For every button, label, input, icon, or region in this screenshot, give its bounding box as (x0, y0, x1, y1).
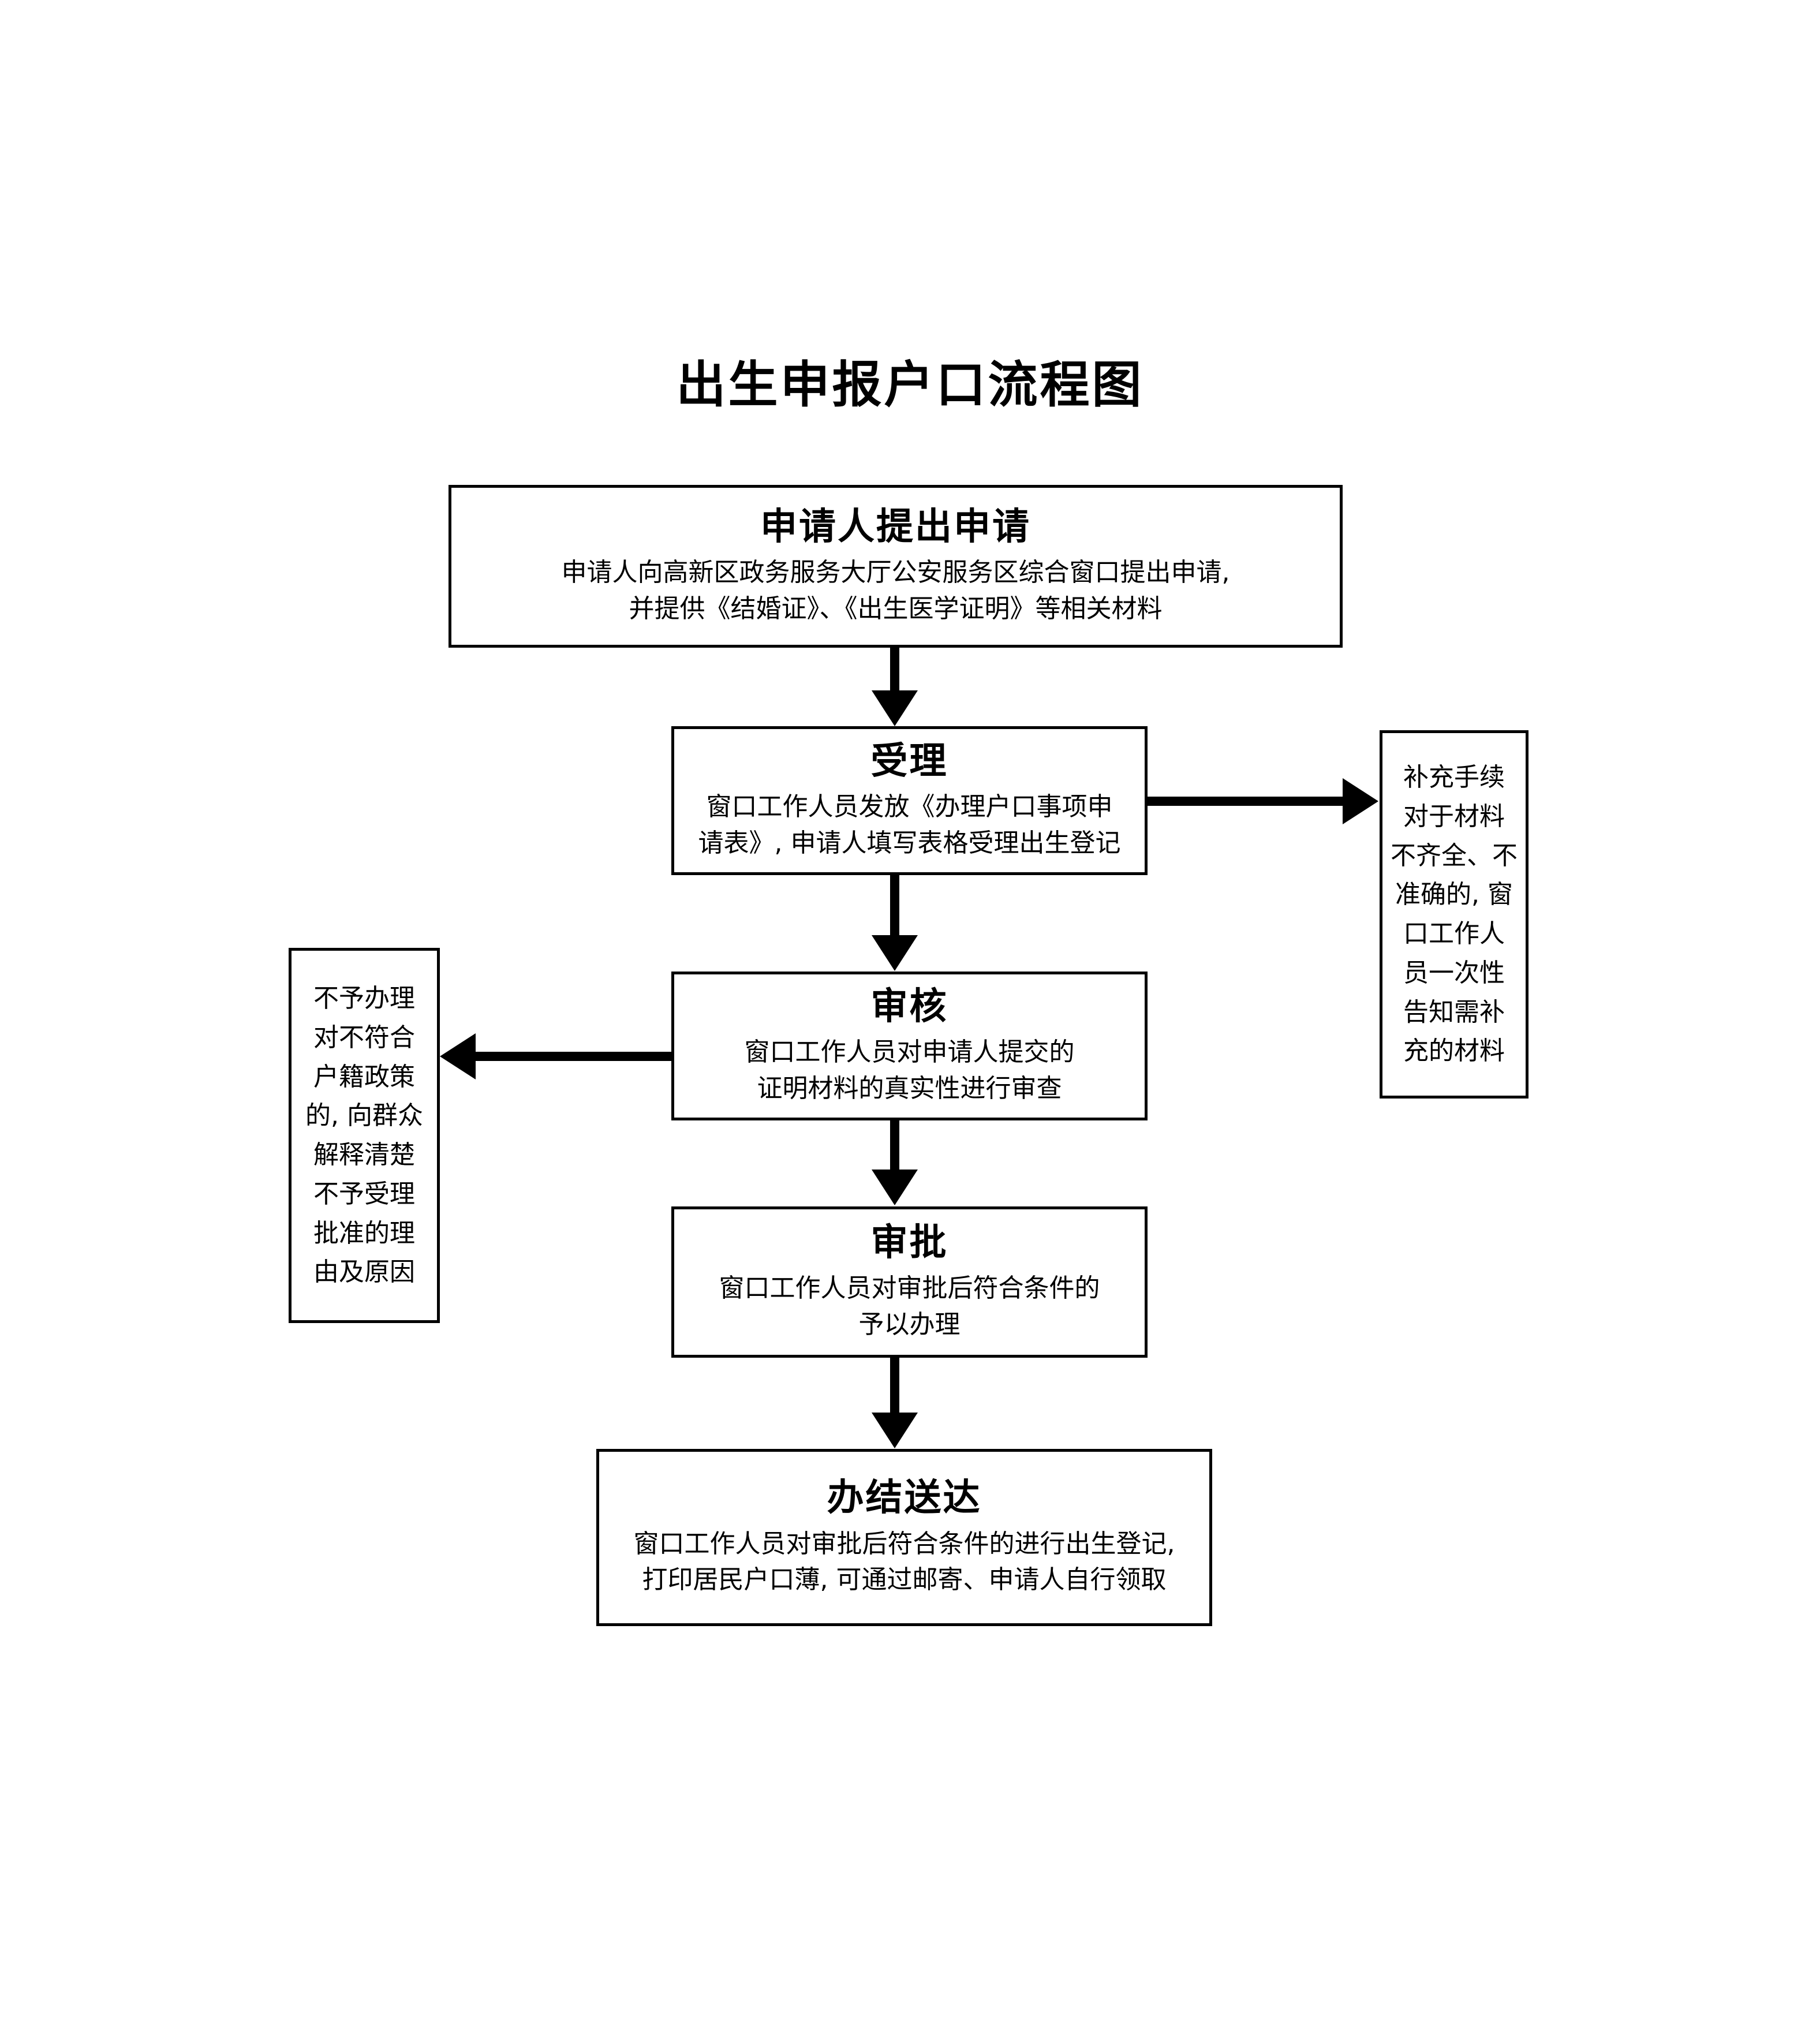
edge-review-to-approve-arrowhead (872, 1170, 918, 1205)
node-deliver: 办结送达 窗口工作人员对审批后符合条件的进行出生登记, 打印居民户口薄, 可通过… (596, 1449, 1212, 1626)
node-approve: 审批 窗口工作人员对审批后符合条件的 予以办理 (671, 1206, 1148, 1358)
node-review: 审核 窗口工作人员对申请人提交的 证明材料的真实性进行审查 (671, 972, 1148, 1120)
edge-accept-to-review-line (890, 875, 899, 939)
edge-accept-to-supplement-arrowhead (1343, 778, 1378, 824)
node-deliver-heading: 办结送达 (827, 1477, 982, 1520)
edge-review-to-reject-line (476, 1052, 672, 1061)
edge-apply-to-accept-arrowhead (872, 690, 918, 726)
node-apply: 申请人提出申请 申请人向高新区政务服务大厅公安服务区综合窗口提出申请, 并提供《… (449, 485, 1343, 648)
edge-review-to-reject-arrowhead (440, 1033, 476, 1079)
page-title: 出生申报户口流程图 (676, 356, 1144, 414)
node-reject-body: 不予办理 对不符合 户籍政策 的, 向群众 解释清楚 不予受理 批准的理 由及原… (305, 984, 423, 1287)
node-accept-body: 窗口工作人员发放《办理户口事项申 请表》, 申请人填写表格受理出生登记 (698, 792, 1121, 858)
node-review-body: 窗口工作人员对申请人提交的 证明材料的真实性进行审查 (744, 1037, 1075, 1103)
node-apply-body: 申请人向高新区政务服务大厅公安服务区综合窗口提出申请, 并提供《结婚证》、《出生… (561, 558, 1230, 623)
edge-apply-to-accept-line (890, 648, 899, 694)
edge-accept-to-review-arrowhead (872, 935, 918, 971)
edge-approve-to-deliver-arrowhead (872, 1413, 918, 1448)
node-reject: 不予办理 对不符合 户籍政策 的, 向群众 解释清楚 不予受理 批准的理 由及原… (289, 948, 440, 1323)
node-approve-heading: 审批 (870, 1221, 948, 1264)
edge-accept-to-supplement-line (1148, 797, 1344, 806)
node-accept-heading: 受理 (870, 739, 948, 783)
node-apply-heading: 申请人提出申请 (760, 505, 1031, 548)
node-approve-body: 窗口工作人员对审批后符合条件的 予以办理 (719, 1273, 1100, 1339)
node-supplement: 补充手续 对于材料 不齐全、不 准确的, 窗 口工作人 员一次性 告知需补 充的… (1380, 730, 1528, 1099)
edge-review-to-approve-line (890, 1120, 899, 1172)
node-accept: 受理 窗口工作人员发放《办理户口事项申 请表》, 申请人填写表格受理出生登记 (671, 726, 1148, 875)
node-review-heading: 审核 (870, 985, 948, 1028)
node-deliver-body: 窗口工作人员对审批后符合条件的进行出生登记, 打印居民户口薄, 可通过邮寄、申请… (633, 1529, 1175, 1595)
edge-approve-to-deliver-line (890, 1358, 899, 1415)
node-supplement-body: 补充手续 对于材料 不齐全、不 准确的, 窗 口工作人 员一次性 告知需补 充的… (1391, 763, 1518, 1066)
